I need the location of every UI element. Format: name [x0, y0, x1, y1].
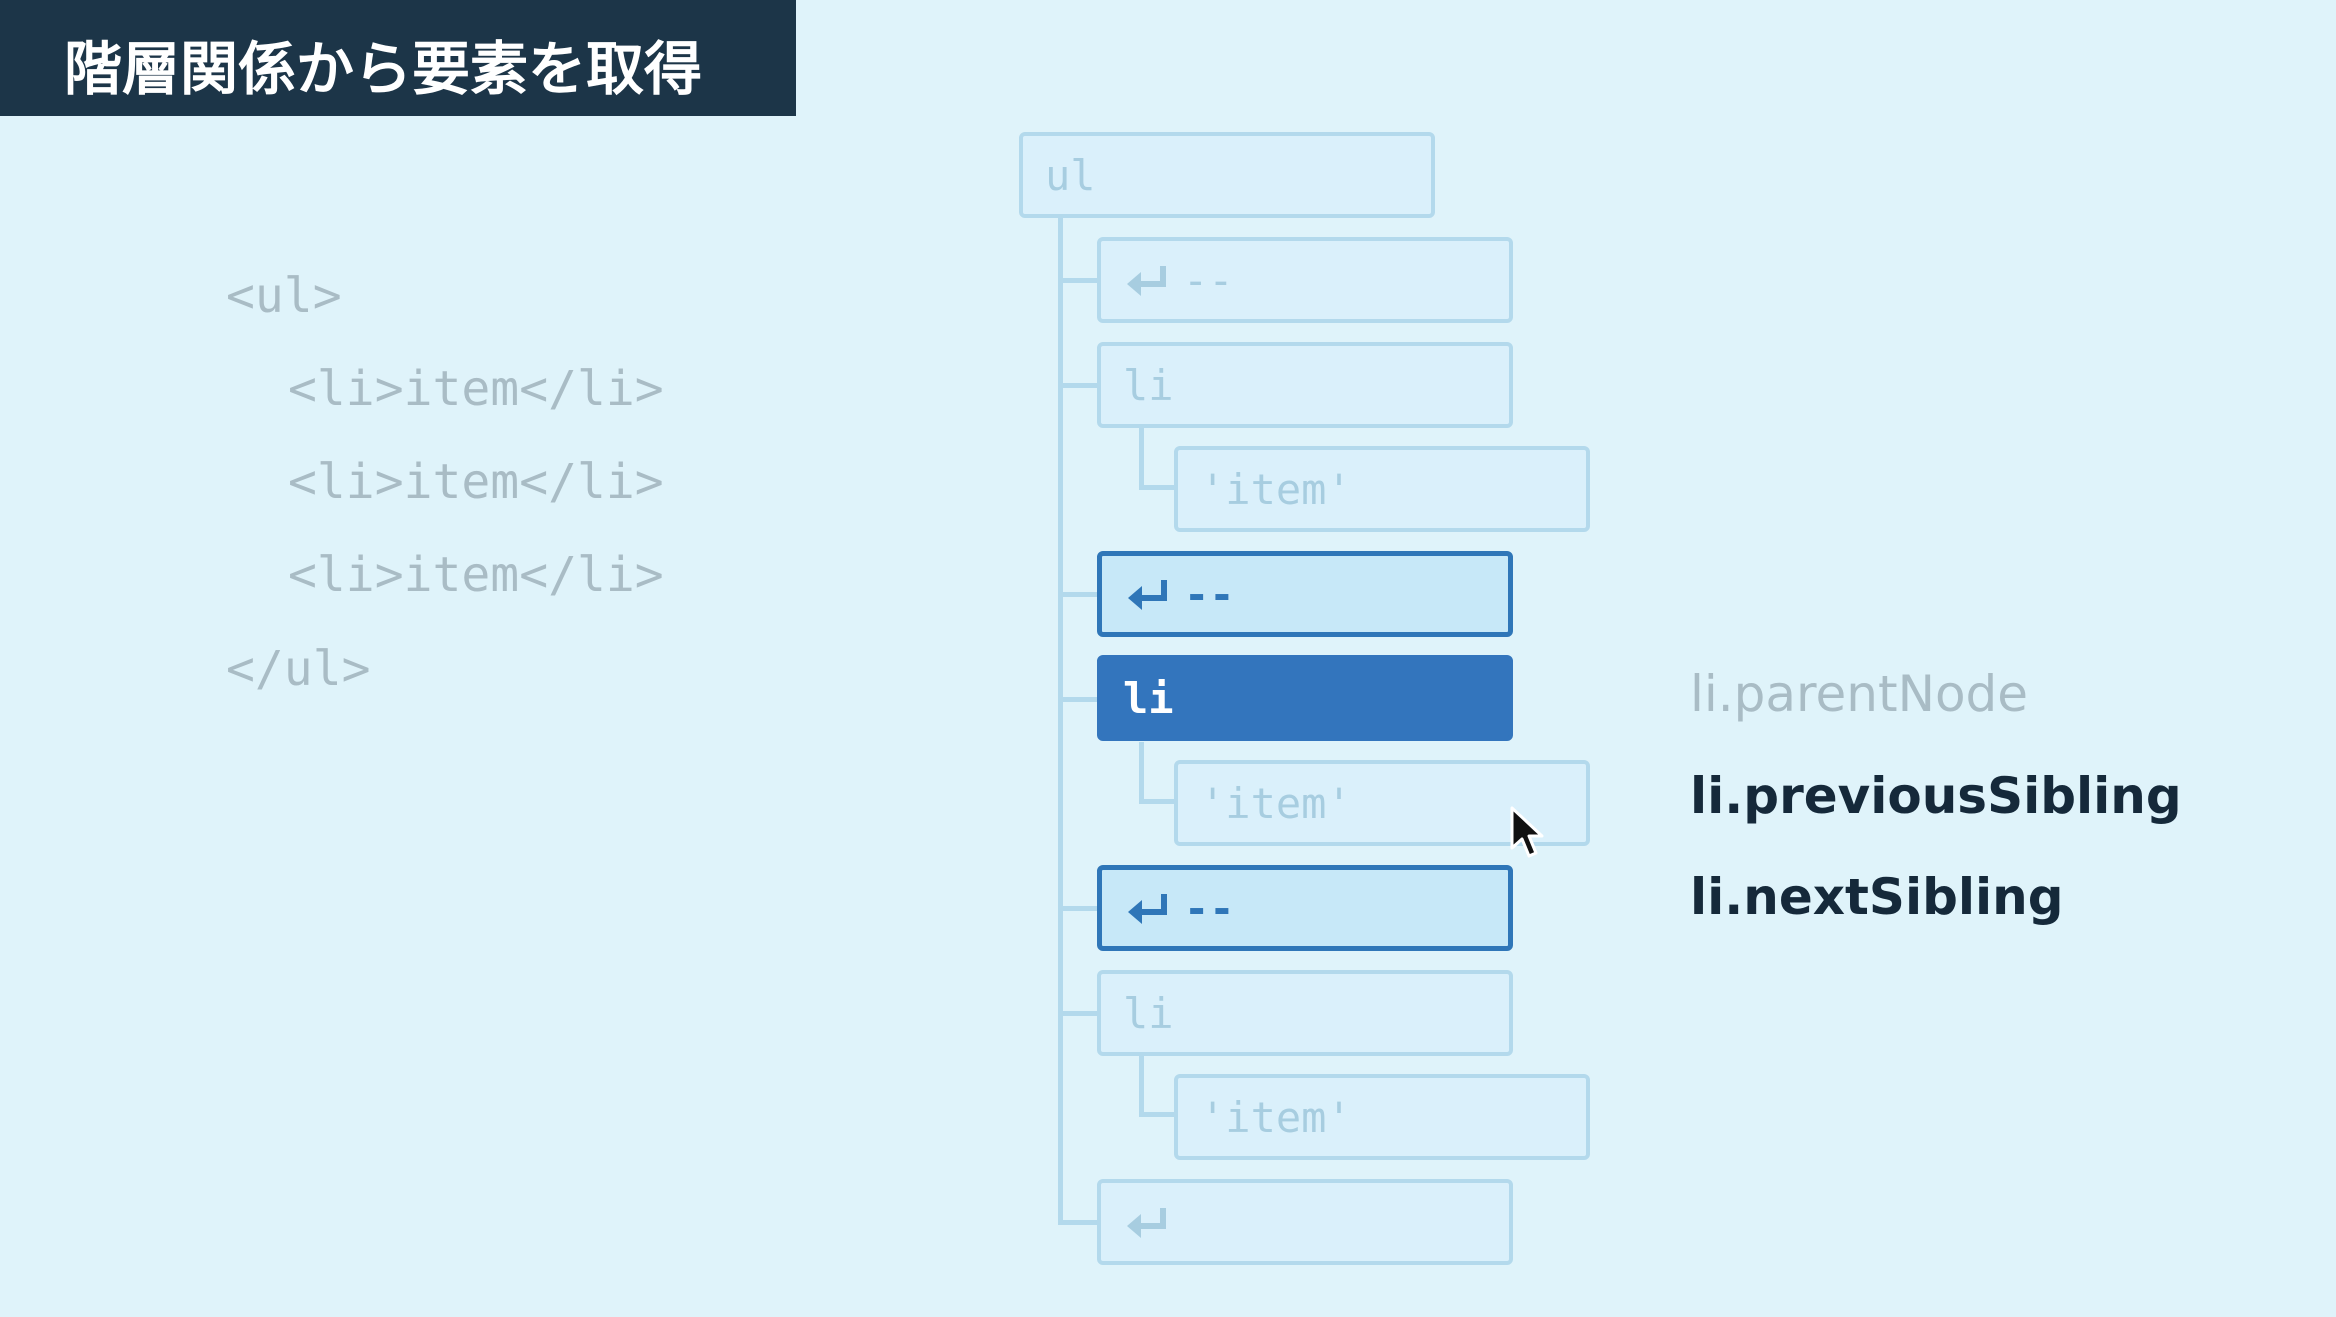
node-label: 'item' [1200, 778, 1352, 828]
tree-sub-line [1139, 799, 1177, 804]
return-arrow-icon [1127, 1208, 1166, 1238]
tree-branch-line [1058, 1011, 1100, 1016]
node-label: ul [1045, 150, 1096, 200]
tree-trunk-line [1058, 218, 1063, 1223]
return-arrow-icon [1128, 894, 1167, 924]
node-label: -- [1184, 883, 1235, 933]
property-previous-sibling: li.previousSibling [1690, 767, 2182, 825]
tree-sub-line [1139, 742, 1144, 802]
return-arrow-icon [1128, 580, 1167, 610]
code-line-li-2: <li>item</li> [288, 454, 664, 510]
tree-node-whitespace: -- [1097, 237, 1513, 323]
tree-branch-line [1058, 906, 1100, 911]
tree-branch-line [1058, 592, 1100, 597]
tree-sub-line [1139, 428, 1144, 488]
tree-sub-line [1139, 485, 1177, 490]
node-label: li [1123, 360, 1174, 410]
return-arrow-icon [1127, 266, 1166, 296]
tree-node-li: li [1097, 970, 1513, 1056]
code-line-ul-open: <ul> [226, 268, 342, 324]
tree-node-text-item: 'item' [1174, 446, 1590, 532]
tree-branch-line [1058, 383, 1100, 388]
node-label: -- [1184, 569, 1235, 619]
property-next-sibling: li.nextSibling [1690, 868, 2064, 926]
tree-node-whitespace [1097, 1179, 1513, 1265]
tree-sub-line [1139, 1055, 1144, 1115]
node-label: -- [1183, 255, 1234, 305]
tree-node-li-selected: li [1097, 655, 1513, 741]
tree-branch-line [1058, 1220, 1100, 1225]
tree-sub-line [1139, 1112, 1177, 1117]
node-label: li [1123, 673, 1174, 723]
tree-node-whitespace-next-sibling: -- [1097, 865, 1513, 951]
tree-node-text-item: 'item' [1174, 1074, 1590, 1160]
tree-branch-line [1058, 278, 1100, 283]
page-title: 階層関係から要素を取得 [64, 35, 703, 103]
node-label: 'item' [1200, 464, 1352, 514]
mouse-pointer-icon [1510, 806, 1544, 858]
property-parent-node: li.parentNode [1690, 665, 2029, 723]
code-line-li-3: <li>item</li> [288, 547, 664, 603]
tree-node-li: li [1097, 342, 1513, 428]
node-label: li [1123, 988, 1174, 1038]
tree-node-whitespace-previous-sibling: -- [1097, 551, 1513, 637]
code-line-ul-close: </ul> [226, 641, 371, 697]
node-label: 'item' [1200, 1092, 1352, 1142]
tree-node-ul: ul [1019, 132, 1435, 218]
tree-node-text-item: 'item' [1174, 760, 1590, 846]
title-bar: 階層関係から要素を取得 [0, 0, 796, 116]
tree-branch-line [1058, 697, 1100, 702]
code-line-li-1: <li>item</li> [288, 361, 664, 417]
